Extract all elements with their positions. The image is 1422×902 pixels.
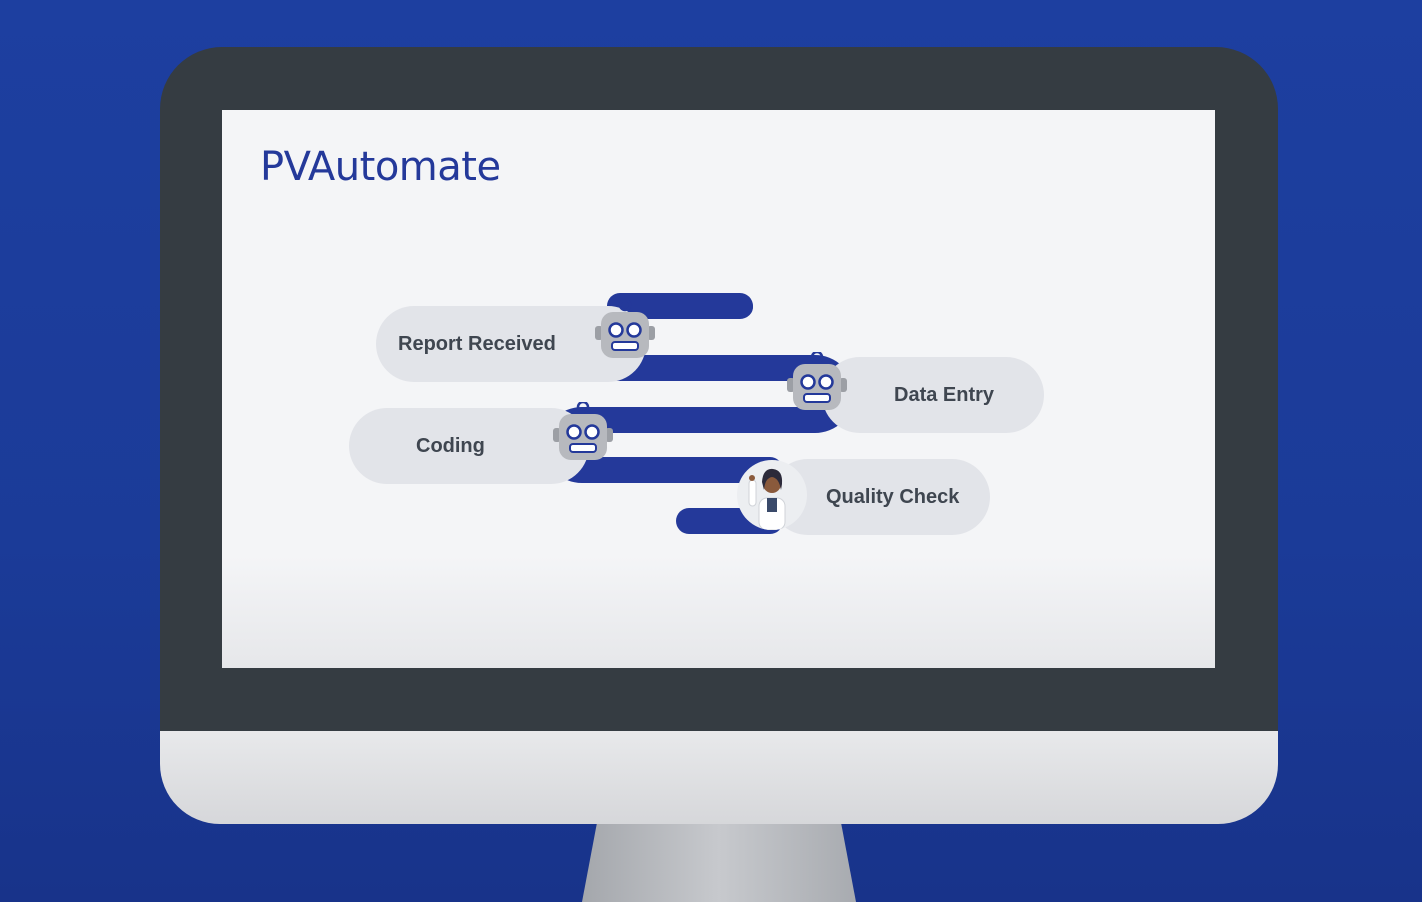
- monitor-screen: PVAutomate Report Received Data Entry Co…: [222, 110, 1215, 668]
- monitor-chin: [160, 725, 1278, 824]
- step-pill-coding: Coding: [349, 408, 589, 484]
- step-label: Quality Check: [826, 485, 960, 508]
- robot-icon: [553, 402, 613, 460]
- step-pill-quality-check: Quality Check: [770, 459, 990, 535]
- robot-icon: [595, 300, 655, 358]
- step-pill-data-entry: Data Entry: [822, 357, 1044, 433]
- pvautomate-logo: PVAutomate: [260, 144, 501, 194]
- step-label: Report Received: [398, 332, 556, 355]
- workflow-connector: [544, 293, 854, 534]
- robot-icon: [787, 352, 847, 410]
- human-reviewer-icon: [737, 460, 807, 530]
- step-label: Coding: [416, 434, 485, 457]
- logo-text: PVAutomate: [260, 144, 501, 190]
- step-label: Data Entry: [894, 383, 995, 406]
- monitor-stand: [582, 815, 856, 902]
